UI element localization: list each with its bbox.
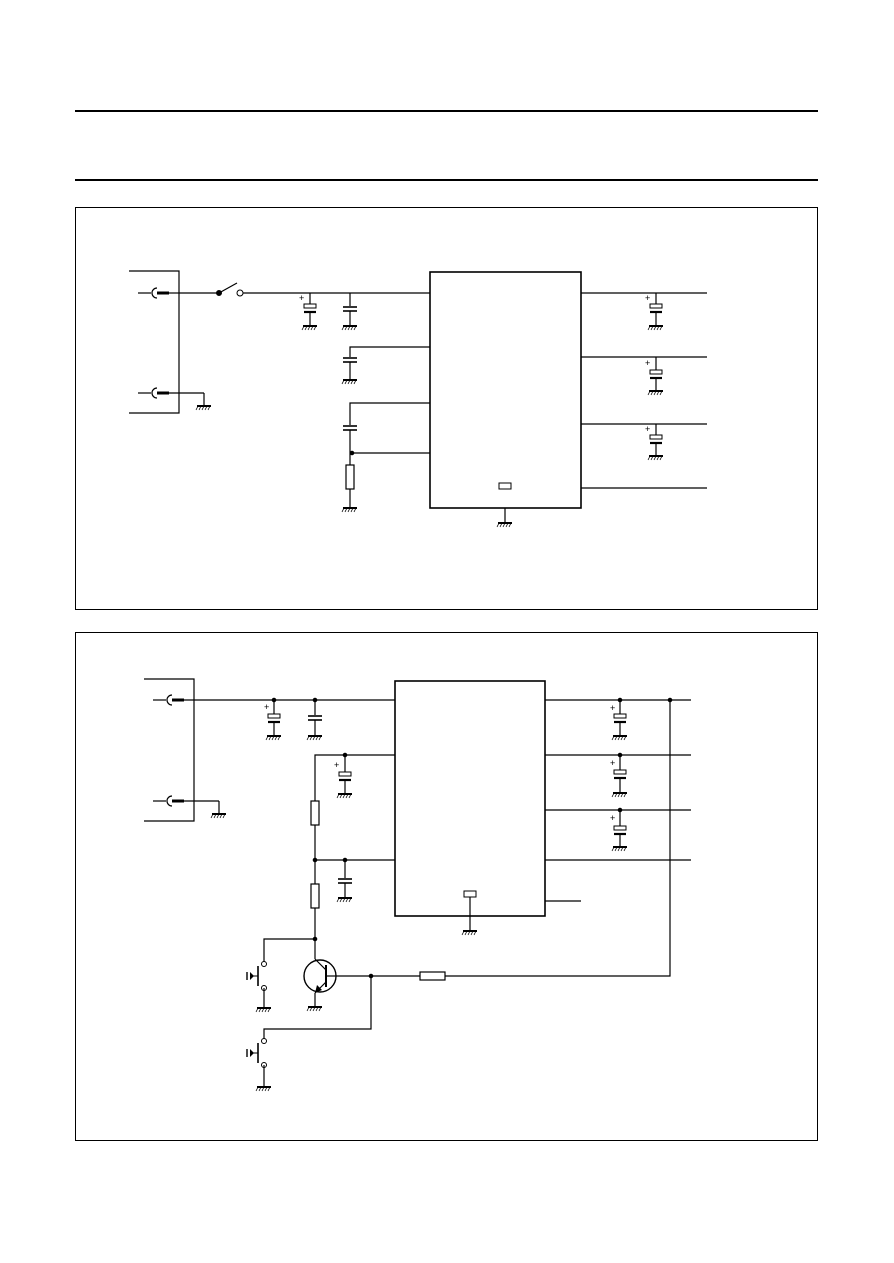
transistor-stage xyxy=(246,700,671,1092)
input-capacitor xyxy=(341,293,358,331)
svg-text:+: + xyxy=(645,424,650,434)
ground-icon xyxy=(210,813,227,819)
schematic-panel-1: + + + xyxy=(75,207,818,610)
schematic-2-svg: + + xyxy=(144,678,691,1092)
ic-pin2-capacitor xyxy=(341,346,430,385)
input-capacitor-electrolytic: + xyxy=(299,293,318,331)
connector-block xyxy=(129,270,212,414)
svg-text:+: + xyxy=(610,758,615,768)
ground-icon xyxy=(195,405,212,411)
ic-ground-pin xyxy=(498,482,512,490)
svg-text:+: + xyxy=(645,358,650,368)
svg-text:+: + xyxy=(610,703,615,713)
ic-block xyxy=(429,271,582,509)
resistor xyxy=(345,464,355,490)
output-2-3: + xyxy=(545,807,691,852)
push-button-icon xyxy=(246,1037,268,1069)
base-resistor xyxy=(419,971,446,981)
svg-text:+: + xyxy=(610,813,615,823)
schematic-panel-2: + + xyxy=(75,632,818,1141)
output-3: + xyxy=(581,423,707,461)
connector-block-2 xyxy=(144,678,395,822)
resistor-upper xyxy=(310,800,320,826)
output-2: + xyxy=(581,356,707,396)
ic-block-2 xyxy=(394,680,546,917)
svg-text:+: + xyxy=(645,293,650,303)
ic-pin3-rc-network xyxy=(341,402,430,513)
header-rule-top xyxy=(75,110,818,112)
output-1: + xyxy=(581,292,707,331)
svg-text:+: + xyxy=(264,702,269,712)
input-capacitor-2 xyxy=(306,697,323,741)
push-button-icon xyxy=(246,960,268,992)
output-2-1: + xyxy=(545,697,691,741)
output-2-2: + xyxy=(545,752,691,798)
power-switch xyxy=(179,282,430,297)
input-capacitor-electrolytic-2: + xyxy=(264,697,282,741)
ic-ground-pin-2 xyxy=(463,890,477,898)
divider-network: + xyxy=(310,752,395,958)
schematic-1-svg: + + + xyxy=(129,270,707,528)
header-rule-bottom xyxy=(75,179,818,181)
svg-text:+: + xyxy=(299,293,304,303)
resistor-lower xyxy=(310,883,320,909)
svg-text:+: + xyxy=(334,760,339,770)
